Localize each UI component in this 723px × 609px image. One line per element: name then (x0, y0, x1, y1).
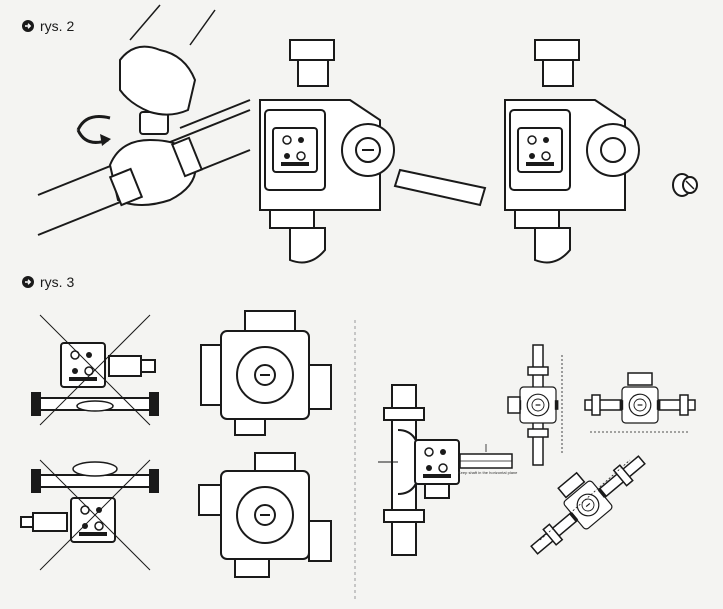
incorrect-position-bottom (20, 459, 159, 571)
pipe-installation-illustration (37, 99, 251, 236)
pump-head-bottom-view (198, 452, 332, 578)
vertical-pipe-pump (378, 384, 513, 556)
vent-screw-icon (672, 173, 698, 197)
arrow-right-circle-icon (22, 20, 34, 32)
figure-label-text: rys. 3 (40, 274, 75, 290)
figure-label-rys2: rys. 2 (22, 18, 74, 34)
diagonal-pump-variant (530, 455, 646, 555)
hand-icon (119, 4, 216, 116)
shaft-tool (393, 168, 487, 207)
circulation-pump-icon (504, 39, 640, 264)
figure-label-text: rys. 2 (40, 18, 75, 34)
circulation-pump-icon (259, 39, 395, 264)
horizontal-shaft-note: Keep shaft in the horizontal plane (458, 470, 518, 475)
figure-label-rys3: rys. 3 (22, 274, 74, 290)
rotate-arrow-icon (76, 115, 111, 146)
arrow-right-circle-icon (22, 276, 34, 288)
vertical-pump-variant (507, 344, 560, 466)
incorrect-position-top (31, 314, 159, 426)
horizontal-pump-variant (584, 372, 696, 424)
pump-head-top-view (200, 310, 332, 436)
